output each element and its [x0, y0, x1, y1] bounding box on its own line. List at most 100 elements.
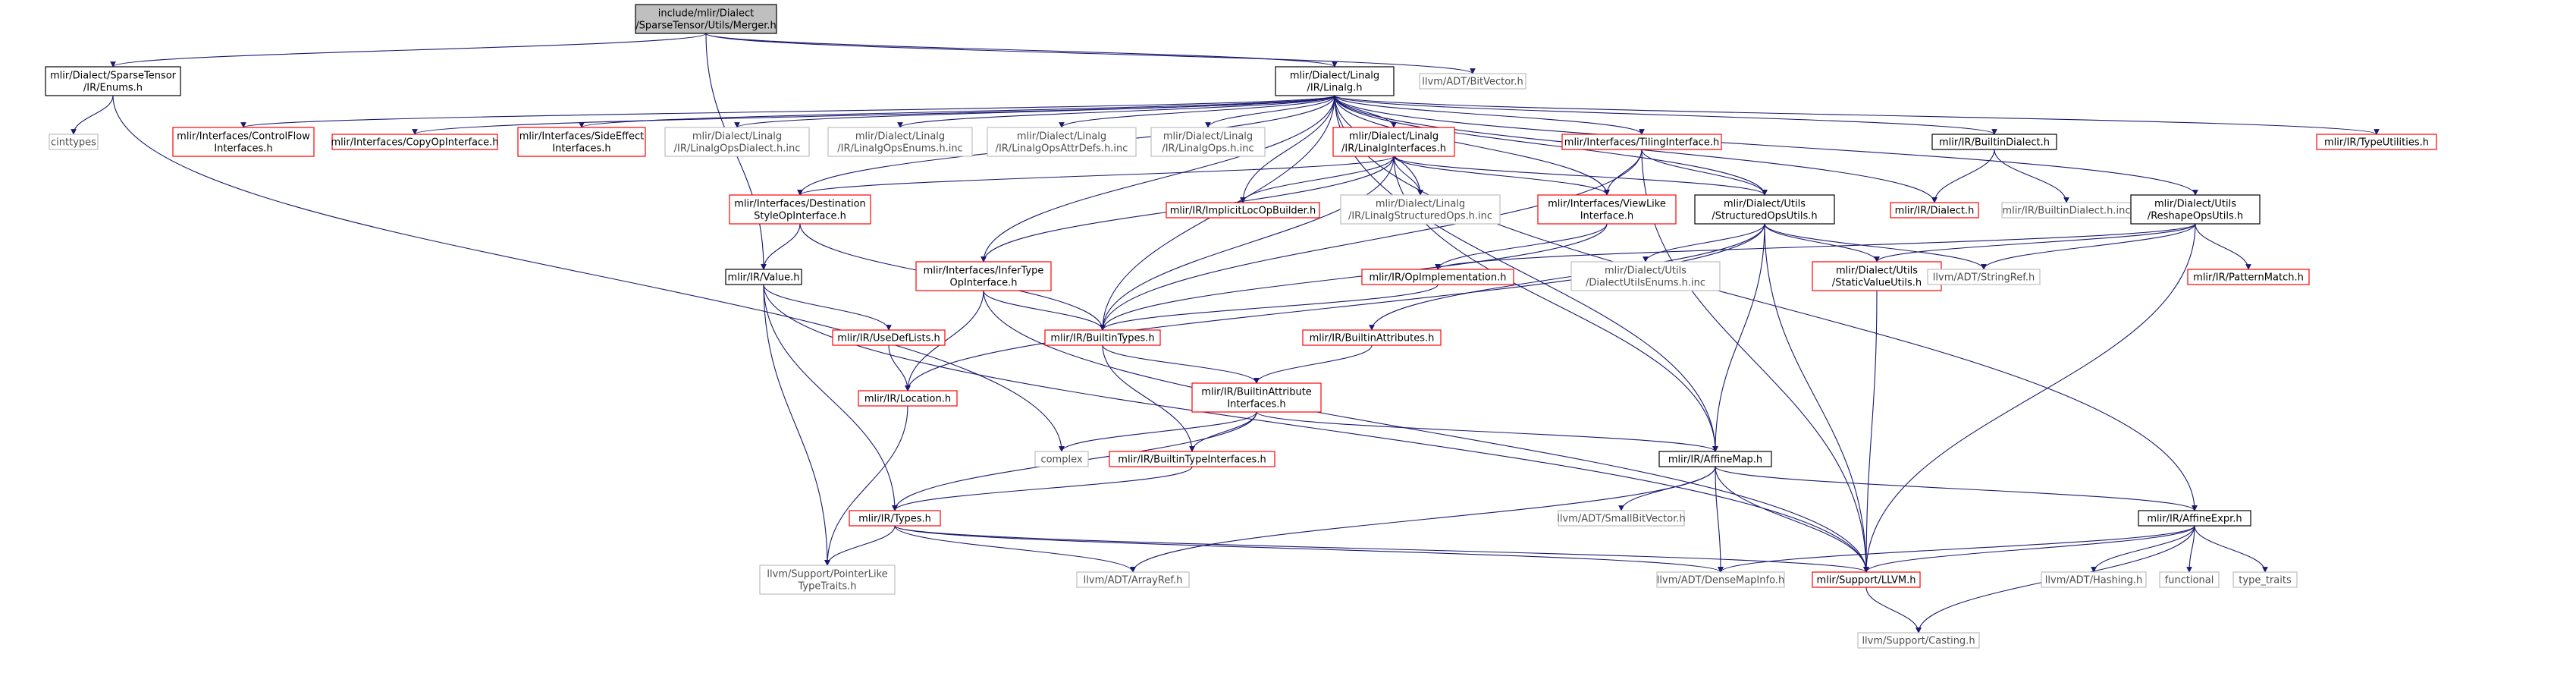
- node-builtintypes[interactable]: mlir/IR/BuiltinTypes.h: [1044, 329, 1161, 346]
- edge-infertype-to-builtintypes: [983, 290, 1106, 331]
- node-label-smallbitvector: llvm/ADT/SmallBitVector.h: [1557, 514, 1686, 525]
- node-affinemap[interactable]: mlir/IR/AffineMap.h: [1658, 451, 1772, 467]
- node-dialect[interactable]: mlir/IR/Dialect.h: [1890, 202, 1979, 219]
- node-label-casting: llvm/Support/Casting.h: [1862, 636, 1975, 647]
- edge-value-to-pointerlike: [763, 284, 830, 566]
- node-affineexpr[interactable]: mlir/IR/AffineExpr.h: [2138, 510, 2251, 527]
- edge-merger-to-bitvector: [705, 33, 1476, 74]
- node-label-complex: complex: [1040, 454, 1082, 466]
- node-location[interactable]: mlir/IR/Location.h: [858, 390, 958, 407]
- node-builtindialect[interactable]: mlir/IR/BuiltinDialect.h: [1931, 134, 2057, 150]
- node-label-structuredinc: /IR/LinalgStructuredOps.h.inc: [1348, 211, 1492, 222]
- node-label-functional: functional: [2165, 575, 2214, 587]
- node-label-copyop: mlir/Interfaces/CopyOpInterface.h: [331, 137, 499, 149]
- node-label-builtinattrs: mlir/IR/BuiltinAttributes.h: [1310, 333, 1435, 344]
- edge-tiling-to-viewlike: [1604, 149, 1643, 196]
- edge-types-to-llvm: [894, 525, 1869, 573]
- node-box-pointerlike: [759, 565, 896, 595]
- node-label-linalgdialectinc: mlir/Dialect/Linalg: [692, 131, 782, 143]
- edge-affineexpr-to-densemapinfo: [1718, 525, 2195, 573]
- node-builtinattrs[interactable]: mlir/IR/BuiltinAttributes.h: [1302, 329, 1442, 346]
- node-patternmatch[interactable]: mlir/IR/PatternMatch.h: [2187, 269, 2310, 285]
- node-opimpl[interactable]: mlir/IR/OpImplementation.h: [1361, 269, 1514, 285]
- edge-linalg-to-linalgattrinc: [1059, 95, 1335, 128]
- node-label-controlflow: Interfaces.h: [214, 143, 272, 155]
- node-staticvalue[interactable]: mlir/Dialect/Utils/StaticValueUtils.h: [1812, 261, 1942, 291]
- node-box-linalgattrinc: [987, 127, 1137, 157]
- node-label-pointerlike: llvm/Support/PointerLike: [767, 569, 887, 580]
- node-linalginterfaces[interactable]: mlir/Dialect/Linalg/IR/LinalgInterfaces.…: [1332, 127, 1455, 157]
- node-tiling[interactable]: mlir/Interfaces/TilingInterface.h: [1561, 134, 1722, 150]
- node-label-pointerlike: TypeTraits.h: [797, 581, 856, 593]
- node-structuredutils[interactable]: mlir/Dialect/Utils/StructuredOpsUtils.h: [1694, 194, 1835, 225]
- node-box-linalgenumsinc: [827, 127, 973, 157]
- node-label-staticvalue: mlir/Dialect/Utils: [1836, 266, 1918, 277]
- node-label-dialect: mlir/IR/Dialect.h: [1895, 206, 1975, 217]
- node-label-densemapinfo: llvm/ADT/DenseMapInfo.h: [1657, 575, 1784, 587]
- node-label-llvm: mlir/Support/LLVM.h: [1817, 575, 1916, 587]
- edge-linalginterfaces-to-destination: [797, 156, 1395, 196]
- node-box-enums: [45, 66, 181, 96]
- node-label-destination: StyleOpInterface.h: [754, 211, 846, 222]
- edge-reshape-to-staticvalue: [1874, 223, 2196, 263]
- node-label-staticvalue: /StaticValueUtils.h: [1832, 278, 1922, 289]
- node-reshape[interactable]: mlir/Dialect/Utils/ReshapeOpsUtils.h: [2130, 194, 2261, 225]
- node-linalg[interactable]: mlir/Dialect/Linalg/IR/Linalg.h: [1275, 66, 1395, 96]
- node-merger[interactable]: include/mlir/Dialect/SparseTensor/Utils/…: [635, 4, 777, 34]
- node-box-functional: [2159, 571, 2220, 588]
- node-label-sideeffect: mlir/Interfaces/SideEffect: [519, 131, 645, 143]
- node-builtintypeif[interactable]: mlir/IR/BuiltinTypeInterfaces.h: [1109, 451, 1275, 467]
- node-label-linalgattrinc: /IR/LinalgOpsAttrDefs.h.inc: [996, 143, 1128, 155]
- node-cinttypes: cinttypes: [49, 134, 99, 150]
- edge-structuredutils-to-dialectutilsenums: [1643, 223, 1765, 263]
- edge-structuredutils-to-stringref: [1764, 223, 1987, 270]
- node-label-builtintypeif: mlir/IR/BuiltinTypeInterfaces.h: [1118, 454, 1266, 466]
- node-label-enums: /IR/Enums.h: [83, 83, 143, 94]
- edge-builtinattrs-to-builtinattrif: [1253, 344, 1373, 384]
- edge-tiling-to-structuredutils: [1641, 149, 1768, 196]
- node-linalgattrinc: mlir/Dialect/Linalg/IR/LinalgOpsAttrDefs…: [987, 127, 1137, 157]
- node-box-location: [858, 390, 958, 407]
- node-densemapinfo: llvm/ADT/DenseMapInfo.h: [1656, 571, 1785, 588]
- node-box-patternmatch: [2187, 269, 2310, 285]
- node-box-typeutil: [2316, 134, 2437, 150]
- node-types[interactable]: mlir/IR/Types.h: [849, 510, 941, 527]
- node-dialectutilsenums: mlir/Dialect/Utils/DialectUtilsEnums.h.i…: [1570, 261, 1721, 291]
- node-label-tiling: mlir/Interfaces/TilingInterface.h: [1564, 137, 1719, 149]
- edge-affinemap-to-arrayref: [1130, 466, 1716, 573]
- edge-linalg-to-affineexpr: [1334, 95, 2198, 511]
- node-label-viewlike: mlir/Interfaces/ViewLike: [1548, 199, 1666, 210]
- node-destination[interactable]: mlir/Interfaces/DestinationStyleOpInterf…: [729, 194, 871, 225]
- node-label-sideeffect: Interfaces.h: [552, 143, 610, 155]
- node-usedeflists[interactable]: mlir/IR/UseDefLists.h: [832, 329, 946, 346]
- node-label-builtindialectinc: mlir/IR/BuiltinDialect.h.inc: [2002, 206, 2130, 217]
- edge-linalginterfaces-to-implicitloc: [1240, 156, 1395, 203]
- node-enums[interactable]: mlir/Dialect/SparseTensor/IR/Enums.h: [45, 66, 181, 96]
- node-implicitloc[interactable]: mlir/IR/ImplicitLocOpBuilder.h: [1166, 202, 1320, 219]
- node-box-value: [725, 269, 802, 285]
- edge-linalg-to-viewlike: [1334, 95, 1610, 196]
- node-box-destination: [729, 194, 871, 225]
- node-complex: complex: [1034, 451, 1089, 467]
- node-smallbitvector: llvm/ADT/SmallBitVector.h: [1557, 510, 1686, 527]
- node-box-typetraits: [2232, 571, 2298, 588]
- node-label-infertype: OpInterface.h: [949, 278, 1017, 289]
- edge-linalg-to-implicitloc: [1240, 95, 1335, 203]
- node-value[interactable]: mlir/IR/Value.h: [725, 269, 802, 285]
- node-label-destination: mlir/Interfaces/Destination: [734, 199, 866, 210]
- node-llvm[interactable]: mlir/Support/LLVM.h: [1812, 571, 1921, 588]
- node-label-linalginterfaces: /IR/LinalgInterfaces.h: [1341, 143, 1446, 155]
- node-linalgenumsinc: mlir/Dialect/Linalg/IR/LinalgOpsEnums.h.…: [827, 127, 973, 157]
- edge-infertype-to-location: [905, 290, 984, 392]
- node-box-builtintypes: [1044, 329, 1161, 346]
- node-typeutil[interactable]: mlir/IR/TypeUtilities.h: [2316, 134, 2437, 150]
- node-copyop[interactable]: mlir/Interfaces/CopyOpInterface.h: [331, 134, 499, 150]
- node-label-builtinattrif: Interfaces.h: [1227, 399, 1285, 410]
- edge-affineexpr-to-hashing: [2091, 525, 2195, 573]
